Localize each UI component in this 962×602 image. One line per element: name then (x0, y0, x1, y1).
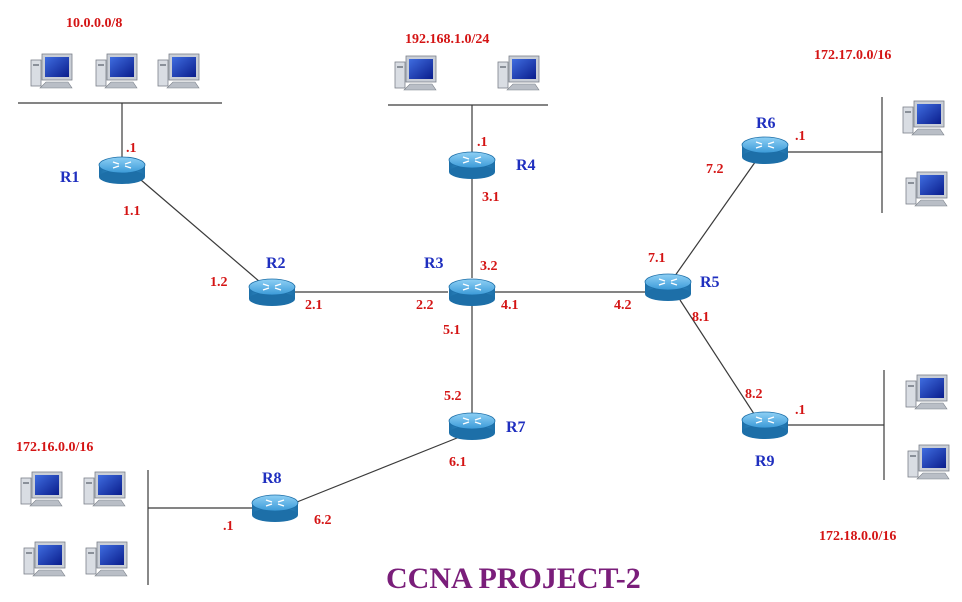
links (121, 103, 884, 509)
ip-label-r8-r7: 6.2 (314, 513, 332, 528)
computer-icon (907, 444, 950, 480)
router-labels: R1 R2 R3 R4 R5 R6 R7 R8 R9 (60, 115, 776, 487)
computer-icon (905, 171, 948, 207)
router-label-r5: R5 (700, 274, 720, 291)
router-label-r2: R2 (266, 255, 286, 272)
interface-labels: .1 1.1 1.2 2.1 2.2 3.2 3.1 .1 4.1 4.2 7.… (123, 129, 806, 534)
computer-icon (394, 55, 437, 91)
diagram-title: CCNA PROJECT-2 (386, 562, 641, 595)
computer-icon (83, 471, 126, 507)
computer-icon (23, 541, 66, 577)
ip-label-r9-r5: 8.2 (745, 387, 763, 402)
ip-label-r8-lan: .1 (223, 519, 234, 534)
network-labels: 10.0.0.0/8 192.168.1.0/24 172.17.0.0/16 … (16, 16, 896, 544)
ip-label-r1-r2: 1.1 (123, 204, 141, 219)
computer-icon (20, 471, 63, 507)
computer-icon (902, 100, 945, 136)
router-icon-r5 (644, 273, 692, 302)
lan-segments (18, 97, 885, 585)
ip-label-r9-lan: .1 (795, 403, 806, 418)
link-r5-r6 (671, 157, 759, 281)
ip-label-r7-r8: 6.1 (449, 455, 467, 470)
computer-icon (30, 53, 73, 89)
router-label-r9: R9 (755, 453, 775, 470)
router-icon-r9 (741, 411, 789, 440)
ip-label-r2-r1: 1.2 (210, 275, 228, 290)
router-icon-r6 (741, 136, 789, 165)
ip-label-r7-r3: 5.2 (444, 389, 462, 404)
computers (20, 53, 950, 577)
ip-label-r6-lan: .1 (795, 129, 806, 144)
ip-label-r3-r4: 3.2 (480, 259, 498, 274)
router-icon-r7 (448, 412, 496, 441)
link-r7-r8 (281, 435, 463, 509)
ip-label-r4-r3: 3.1 (482, 190, 500, 205)
ip-label-r3-r2: 2.2 (416, 298, 434, 313)
router-icon-r2 (248, 278, 296, 307)
router-label-r8: R8 (262, 470, 282, 487)
network-label-lan6: 172.17.0.0/16 (814, 48, 891, 63)
computer-icon (95, 53, 138, 89)
router-label-r4: R4 (516, 157, 536, 174)
ip-label-r5-r9: 8.1 (692, 310, 710, 325)
ip-label-r3-r7: 5.1 (443, 323, 461, 338)
computer-icon (905, 374, 948, 410)
router-icon-r4 (448, 151, 496, 180)
network-label-lan4: 192.168.1.0/24 (405, 32, 489, 47)
link-r5-r9 (679, 299, 759, 421)
ip-label-r6-r5: 7.2 (706, 162, 724, 177)
ip-label-r3-r5: 4.1 (501, 298, 519, 313)
link-r1-r2 (140, 179, 261, 283)
ip-label-r5-r3: 4.2 (614, 298, 632, 313)
ip-label-r4-lan: .1 (477, 135, 488, 150)
router-icon-r8 (251, 494, 299, 523)
network-label-lan8: 172.16.0.0/16 (16, 440, 93, 455)
ip-label-r2-r3: 2.1 (305, 298, 323, 313)
computer-icon (85, 541, 128, 577)
router-icon-r3 (448, 278, 496, 307)
ip-label-r5-r6: 7.1 (648, 251, 666, 266)
router-label-r7: R7 (506, 419, 526, 436)
computer-icon (497, 55, 540, 91)
network-label-lan9: 172.18.0.0/16 (819, 529, 896, 544)
network-label-lan1: 10.0.0.0/8 (66, 16, 122, 31)
router-label-r6: R6 (756, 115, 776, 132)
router-label-r1: R1 (60, 169, 80, 186)
router-label-r3: R3 (424, 255, 444, 272)
router-icon-r1 (98, 156, 146, 185)
ip-label-r1-lan: .1 (126, 141, 137, 156)
computer-icon (157, 53, 200, 89)
